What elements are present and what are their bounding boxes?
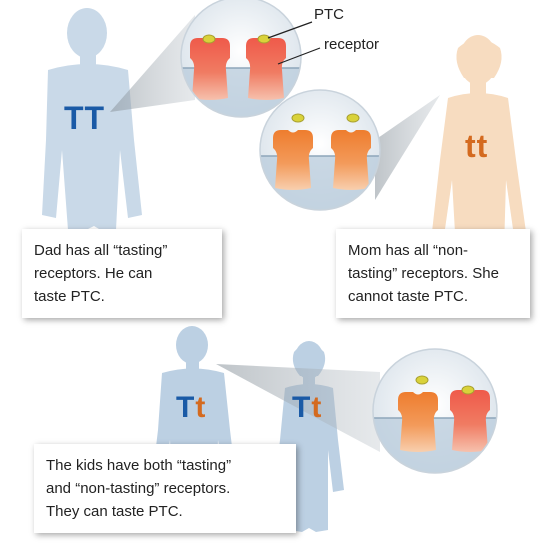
ptc-molecule-icon [258, 35, 270, 43]
dad-genotype: TT [64, 100, 105, 137]
mom-caption-line: Mom has all “non- [348, 239, 518, 262]
ptc-molecule-icon [203, 35, 215, 43]
dad-caption: Dad has all “tasting” receptors. He can … [22, 229, 222, 318]
kids-caption: The kids have both “tasting” and “non-ta… [34, 444, 296, 533]
mom-caption-line: tasting” receptors. She [348, 262, 518, 285]
kid-1-allele-1: T [176, 391, 195, 424]
dad-allele-1: T [64, 100, 85, 136]
mom-allele-1: t [465, 128, 477, 164]
tasting-receptor-icon [190, 38, 230, 100]
kid-1-allele-2: t [195, 391, 206, 424]
ptc-label: PTC [314, 6, 344, 23]
mom-caption-line: cannot taste PTC. [348, 285, 518, 308]
ptc-molecule-icon [292, 114, 304, 122]
kid-2-allele-1: T [292, 391, 311, 424]
non-tasting-receptor-icon [398, 392, 438, 452]
tasting-receptor-icon [450, 390, 490, 452]
mom-allele-2: t [477, 128, 489, 164]
mom-zoom-beam [375, 95, 440, 200]
kid-2-allele-2: t [311, 391, 322, 424]
kids-caption-line: They can taste PTC. [46, 500, 284, 523]
dad-caption-line: taste PTC. [34, 285, 210, 308]
ptc-molecule-icon [347, 114, 359, 122]
ptc-molecule-icon [462, 386, 474, 394]
kid-receptor-zoom [365, 349, 515, 478]
mom-caption: Mom has all “non- tasting” receptors. Sh… [336, 229, 530, 318]
dad-caption-line: receptors. He can [34, 262, 210, 285]
kids-caption-line: The kids have both “tasting” [46, 454, 284, 477]
dad-caption-line: Dad has all “tasting” [34, 239, 210, 262]
mom-genotype: tt [465, 128, 488, 165]
ptc-molecule-icon [416, 376, 428, 384]
tasting-receptor-icon [246, 38, 286, 100]
non-tasting-receptor-icon [273, 130, 313, 190]
kid-2-genotype: Tt [292, 391, 322, 425]
dad-allele-2: T [85, 100, 106, 136]
non-tasting-receptor-icon [331, 130, 371, 190]
kid-1-genotype: Tt [176, 391, 206, 425]
receptor-label: receptor [324, 36, 379, 53]
kids-caption-line: and “non-tasting” receptors. [46, 477, 284, 500]
